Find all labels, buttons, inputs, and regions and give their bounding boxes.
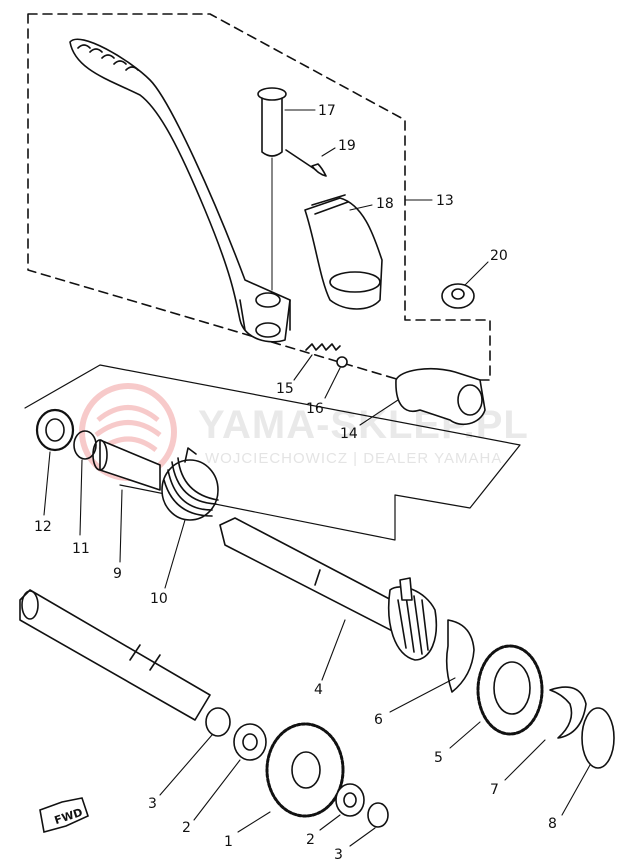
ball-16: [336, 356, 348, 368]
callout-19: 19: [338, 138, 356, 154]
spring-15: [305, 343, 341, 351]
callout-18: 18: [376, 196, 394, 212]
callout-2-lower: 2: [306, 832, 315, 848]
nut-20: [441, 283, 475, 309]
callout-3-upper: 3: [148, 796, 157, 812]
circlip-8: [581, 707, 615, 769]
idler-gear-1: [265, 722, 345, 818]
main-axle: [19, 589, 211, 721]
oil-seal-12: [35, 408, 75, 452]
circlip-3-lower: [367, 802, 389, 828]
callout-9: 9: [113, 566, 122, 582]
fwd-direction-marker: FWD: [39, 797, 89, 834]
clip-6: [445, 619, 475, 693]
callout-7: 7: [490, 782, 499, 798]
callout-2-upper: 2: [182, 820, 191, 836]
callout-5: 5: [434, 750, 443, 766]
callout-6: 6: [374, 712, 383, 728]
torsion-spring-10: [161, 447, 219, 521]
washer-2-lower: [335, 783, 365, 817]
circlip-3-upper: [205, 707, 231, 737]
callout-12: 12: [34, 519, 52, 535]
assembly-lower-outline: [24, 364, 521, 541]
callout-15: 15: [276, 381, 294, 397]
boss-18: [304, 194, 383, 310]
callout-11: 11: [72, 541, 90, 557]
pin-17: [257, 87, 287, 291]
leader-lines: [43, 109, 591, 847]
callout-8: 8: [548, 816, 557, 832]
callout-4: 4: [314, 682, 323, 698]
clip-7: [549, 686, 587, 739]
callout-20: 20: [490, 248, 508, 264]
kick-boss-14: [395, 367, 486, 426]
circlip-11: [73, 430, 97, 460]
callout-10: 10: [150, 591, 168, 607]
watermark-subtitle: WOJCIECHOWICZ | DEALER YAMAHA: [205, 450, 502, 467]
callout-17: 17: [318, 103, 336, 119]
washer-2-upper: [233, 723, 267, 761]
callout-1: 1: [224, 834, 233, 850]
assembly-13-outline: [27, 13, 491, 381]
kick-lever: [69, 38, 291, 343]
kick-gear-5: [476, 644, 544, 736]
callout-13: 13: [436, 193, 454, 209]
sleeve-9: [92, 439, 161, 491]
callout-14: 14: [340, 426, 358, 442]
callout-3-lower: 3: [334, 847, 343, 863]
callout-16: 16: [306, 401, 324, 417]
kick-axle-4: [219, 517, 438, 661]
callouts: 17 19 18 13 20 15 16 14 12 11 9 10 4 6 5…: [34, 103, 557, 863]
cotter-pin-19: [285, 149, 327, 177]
